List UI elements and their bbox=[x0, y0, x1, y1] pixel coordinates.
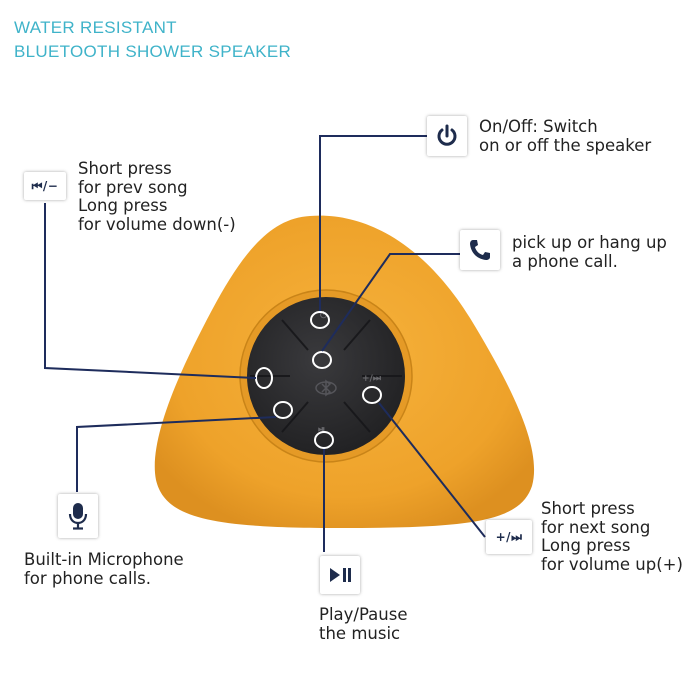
power-label: On/Off: Switch on or off the speaker bbox=[479, 117, 652, 155]
svg-text:⏻: ⏻ bbox=[320, 310, 328, 321]
prev-label-line-2: for prev song bbox=[78, 177, 188, 197]
leader-mic bbox=[76, 416, 277, 492]
phone-icon bbox=[460, 230, 500, 270]
next-label: Short press for next song Long press for… bbox=[541, 499, 683, 574]
leader-phone bbox=[321, 253, 460, 352]
next-label-line-3: Long press bbox=[541, 536, 631, 555]
next-label-line-4: for volume up(+) bbox=[541, 554, 683, 574]
play-label-line-1: Play/Pause bbox=[319, 605, 408, 624]
pad-button-glyphs: +/⏭ ⏯ ⏻ bbox=[318, 310, 382, 435]
power-label-line-1: On/Off: Switch bbox=[479, 117, 598, 136]
mic-label: Built-in Microphone for phone calls. bbox=[24, 550, 184, 588]
title-line-1: WATER RESISTANT bbox=[14, 18, 177, 37]
leader-power bbox=[319, 135, 427, 311]
phone-label-line-1: pick up or hang up bbox=[512, 233, 667, 252]
plus-next-icon-text: +/⏭ bbox=[495, 529, 523, 544]
plus-next-icon: +/⏭ bbox=[486, 520, 532, 554]
mic-label-line-2: for phone calls. bbox=[24, 568, 152, 588]
prev-label-line-4: for volume down(-) bbox=[78, 214, 236, 234]
bluetooth-logo bbox=[315, 379, 337, 397]
power-label-line-2: on or off the speaker bbox=[479, 135, 652, 155]
title-line-2: BLUETOOTH SHOWER SPEAKER bbox=[14, 42, 292, 61]
prev-minus-icon: ⏮/− bbox=[24, 172, 66, 200]
svg-text:+/⏭: +/⏭ bbox=[362, 374, 382, 384]
phone-label-line-2: a phone call. bbox=[512, 251, 618, 271]
leader-next bbox=[378, 402, 486, 538]
play-pause-icon bbox=[320, 556, 360, 594]
marker-next bbox=[362, 386, 382, 404]
marker-mic bbox=[273, 401, 293, 419]
marker-phone bbox=[312, 351, 332, 369]
mic-label-line-1: Built-in Microphone bbox=[24, 550, 184, 569]
prev-minus-icon-text: ⏮/− bbox=[31, 178, 59, 193]
leader-lines bbox=[44, 135, 486, 552]
marker-power bbox=[310, 311, 330, 329]
next-label-line-1: Short press bbox=[541, 499, 635, 518]
microphone-icon bbox=[58, 494, 98, 538]
control-pad bbox=[247, 297, 405, 455]
svg-text:⏯: ⏯ bbox=[318, 425, 325, 435]
prev-label-line-3: Long press bbox=[78, 196, 168, 215]
power-icon bbox=[427, 116, 467, 156]
leader-prev bbox=[44, 203, 257, 379]
prev-label-line-1: Short press bbox=[78, 159, 172, 178]
play-label: Play/Pause the music bbox=[319, 605, 408, 643]
next-label-line-2: for next song bbox=[541, 517, 651, 537]
play-label-line-2: the music bbox=[319, 623, 401, 643]
prev-label: Short press for prev song Long press for… bbox=[78, 159, 236, 234]
phone-label: pick up or hang up a phone call. bbox=[512, 233, 667, 271]
marker-play bbox=[314, 431, 334, 449]
